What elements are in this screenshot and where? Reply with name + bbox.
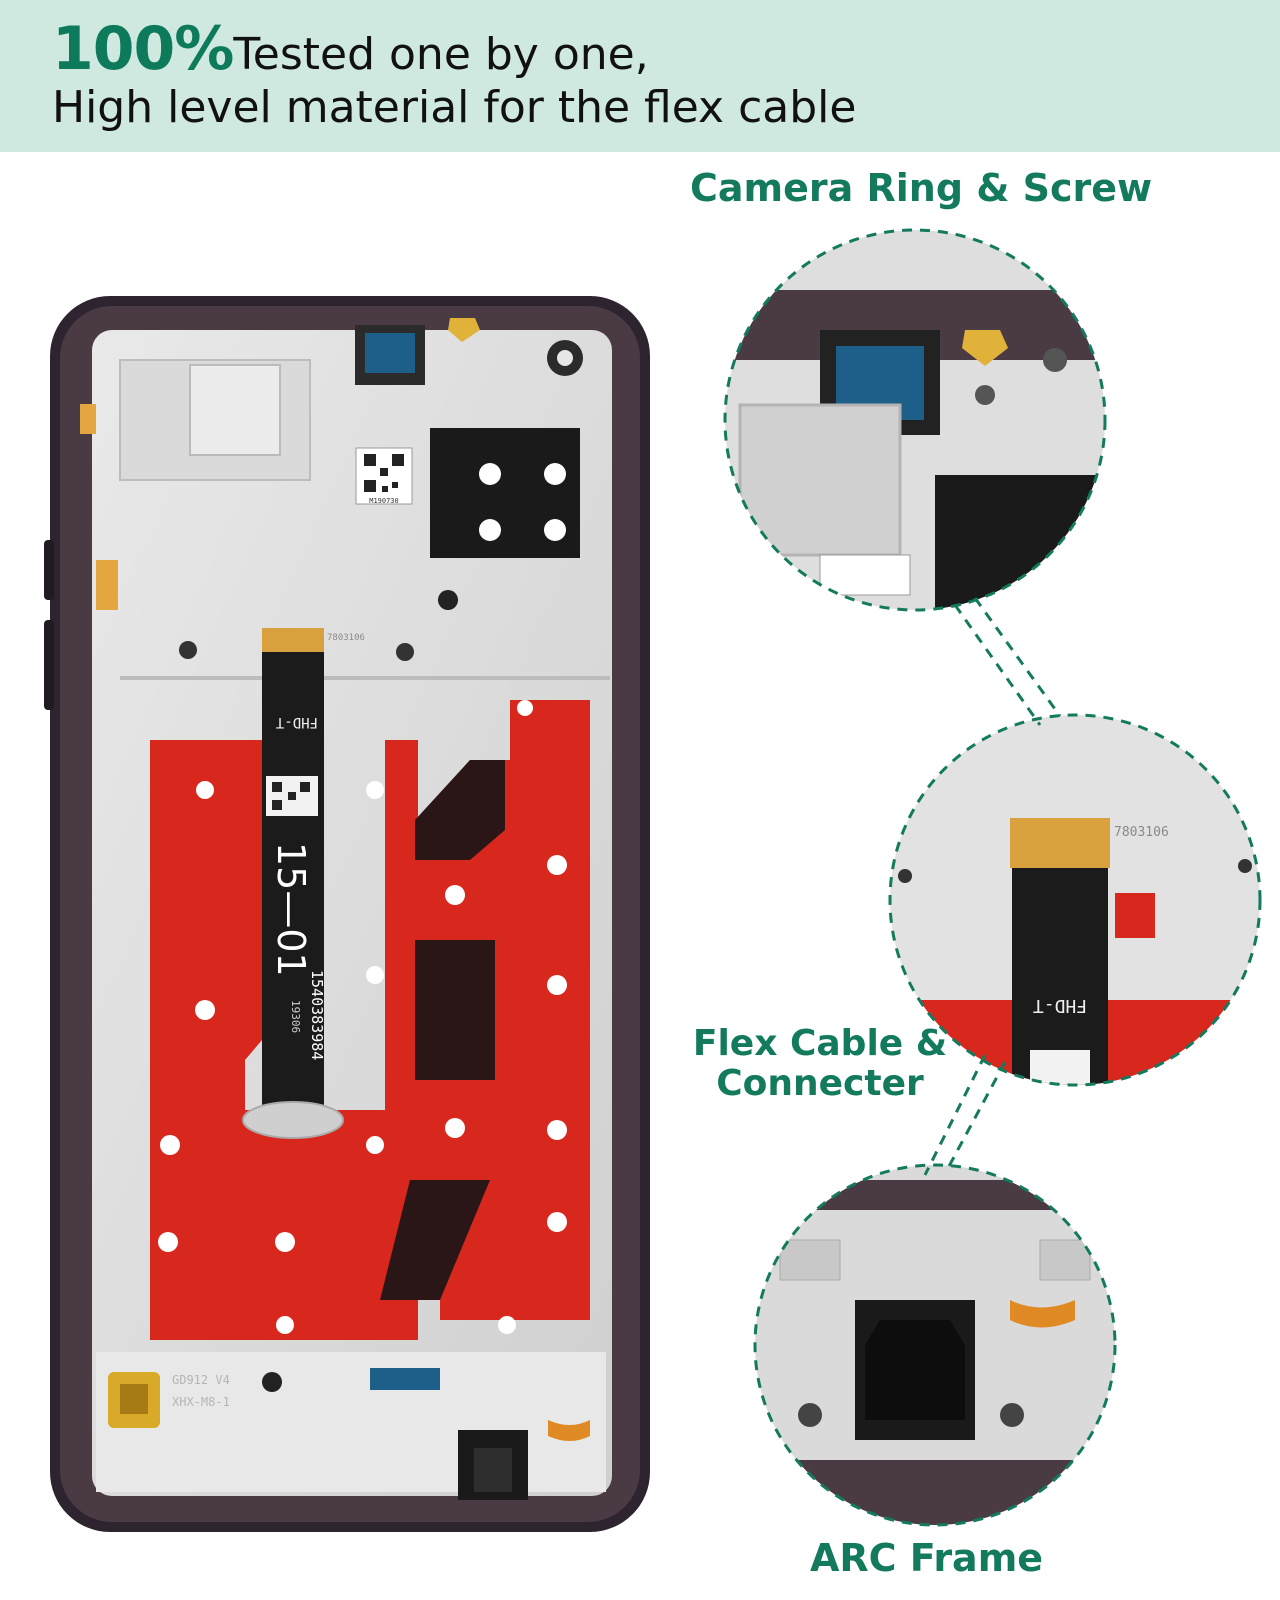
product-image: M190730 xyxy=(0,152,1280,1600)
zoom-flex-label: FHD-T xyxy=(1033,995,1087,1016)
banner-line-2: High level material for the flex cable xyxy=(52,82,857,133)
callout-flex-cable: Flex Cable & Connecter xyxy=(680,1024,960,1103)
black-stripe xyxy=(380,1180,490,1300)
flex-small-code: 19306 xyxy=(289,1000,302,1033)
front-camera-lens xyxy=(557,350,573,366)
top-bracket-inset xyxy=(189,364,281,456)
shield-hole xyxy=(544,519,566,541)
banner-line-1-text: Tested one by one, xyxy=(233,29,649,80)
product-illustration: M190730 xyxy=(44,228,1262,1532)
connector-lines xyxy=(923,597,1062,1176)
zoom-ring-outline xyxy=(723,228,1107,612)
callout-flex-line-1: Flex Cable & xyxy=(692,1023,948,1064)
qr-code-text: M190730 xyxy=(369,497,399,505)
header-banner: 100%Tested one by one, High level materi… xyxy=(0,0,1280,152)
usb-port xyxy=(474,1448,512,1492)
qr-code xyxy=(364,454,404,492)
phone-frame: M190730 xyxy=(44,296,650,1532)
zoom-arc-frame xyxy=(753,1163,1117,1527)
zoom-connector-text: 7803106 xyxy=(1114,825,1169,840)
flex-big-code: 15—01 xyxy=(269,842,313,977)
flex-cutout xyxy=(242,1101,344,1139)
bottom-blue-tape xyxy=(370,1368,440,1390)
shield-hole xyxy=(544,463,566,485)
side-button-volume xyxy=(44,620,54,710)
connector-text: 7803106 xyxy=(327,633,365,643)
callout-arc-frame: ARC Frame xyxy=(810,1536,1044,1580)
black-stripe xyxy=(415,940,495,1080)
screw-hole xyxy=(262,1372,282,1392)
gold-contact xyxy=(448,318,480,342)
zoom-flex-outline xyxy=(888,713,1262,1087)
screw-hole xyxy=(179,641,197,659)
bottom-chip-core xyxy=(120,1384,148,1414)
flex-cable xyxy=(262,652,324,1112)
black-stripe xyxy=(415,760,505,860)
side-flex-yellow-top xyxy=(80,404,96,434)
red-adhesive-left xyxy=(150,740,418,1340)
board-text-1: GD912 V4 xyxy=(172,1373,230,1387)
side-flex-yellow xyxy=(96,560,118,610)
shield-hole xyxy=(479,519,501,541)
callout-camera-ring: Camera Ring & Screw xyxy=(690,166,1153,210)
flex-label: FHD-T xyxy=(275,714,318,730)
flex-serial: 1540383984 xyxy=(308,970,326,1060)
flex-qr-code xyxy=(272,782,310,810)
plate-divider xyxy=(120,676,610,680)
flex-connector-gold xyxy=(262,628,324,652)
zoom-flex-cable: FHD-T 7803106 xyxy=(888,713,1262,1087)
screw-hole xyxy=(438,590,458,610)
earpiece-mesh xyxy=(365,333,415,373)
callout-flex-line-2: Connecter xyxy=(716,1062,924,1104)
banner-highlight: 100% xyxy=(52,14,234,84)
banner-line-1: 100%Tested one by one, xyxy=(52,14,649,84)
screw-hole xyxy=(396,643,414,661)
zoom-camera-ring xyxy=(723,228,1107,612)
bottom-orange-flex xyxy=(548,1420,590,1441)
side-button-top xyxy=(44,540,54,600)
adhesive-dots xyxy=(158,700,567,1334)
shield-hole xyxy=(479,463,501,485)
board-text-2: XHX-M8-1 xyxy=(172,1395,230,1409)
zoom-arc-outline xyxy=(753,1163,1117,1527)
